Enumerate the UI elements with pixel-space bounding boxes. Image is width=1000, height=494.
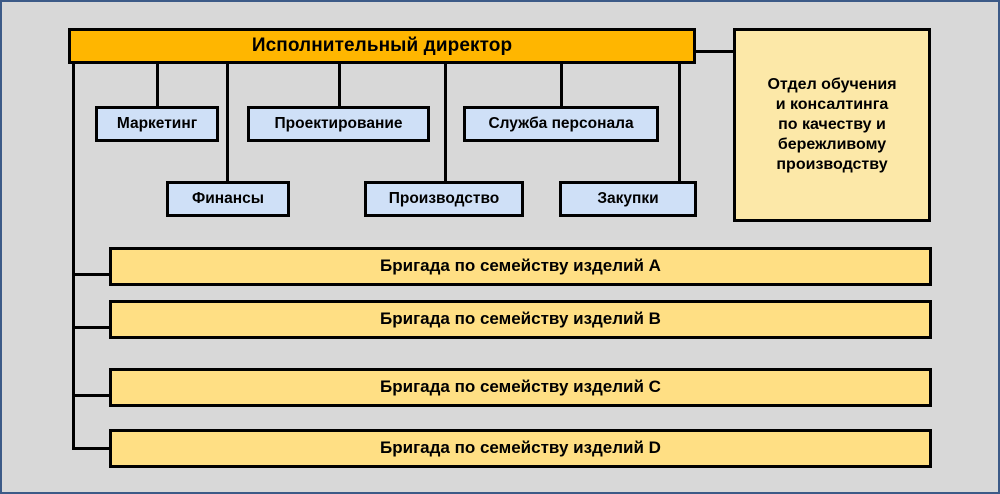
connector-stub-brigade-a xyxy=(72,273,112,276)
node-department-marketing[interactable]: Маркетинг xyxy=(95,106,219,142)
node-department-finance[interactable]: Финансы xyxy=(166,181,290,217)
node-brigade-d[interactable]: Бригада по семейству изделий D xyxy=(109,429,932,468)
connector-drop-hr xyxy=(560,62,563,107)
node-training-department[interactable]: Отдел обучения и консалтинга по качеству… xyxy=(733,28,931,222)
node-brigade-a[interactable]: Бригада по семейству изделий A xyxy=(109,247,932,286)
node-department-production[interactable]: Производство xyxy=(364,181,524,217)
connector-stub-brigade-b xyxy=(72,326,112,329)
node-department-purchasing-label: Закупки xyxy=(597,189,659,207)
node-brigade-b-label: Бригада по семейству изделий B xyxy=(380,309,661,329)
node-brigade-b[interactable]: Бригада по семейству изделий B xyxy=(109,300,932,339)
node-department-hr[interactable]: Служба персонала xyxy=(463,106,659,142)
node-department-hr-label: Служба персонала xyxy=(488,114,634,132)
connector-drop-finance xyxy=(226,62,229,182)
connector-left-spine xyxy=(72,62,75,450)
connector-drop-engineering xyxy=(338,62,341,107)
connector-drop-purchasing xyxy=(678,62,681,182)
node-department-production-label: Производство xyxy=(388,189,500,207)
connector-drop-marketing xyxy=(156,62,159,107)
node-department-marketing-label: Маркетинг xyxy=(116,114,198,132)
node-executive-director[interactable]: Исполнительный директор xyxy=(68,28,696,64)
node-department-finance-label: Финансы xyxy=(192,189,264,207)
node-executive-director-label: Исполнительный директор xyxy=(251,34,513,56)
connector-drop-production xyxy=(444,62,447,182)
node-training-line-1: Отдел обучения xyxy=(767,76,897,93)
node-training-line-2: и консалтинга xyxy=(775,96,889,113)
node-department-purchasing[interactable]: Закупки xyxy=(559,181,697,217)
connector-to-training xyxy=(693,50,735,53)
node-department-engineering-label: Проектирование xyxy=(274,114,403,132)
node-department-engineering[interactable]: Проектирование xyxy=(247,106,430,142)
connector-stub-brigade-c xyxy=(72,394,112,397)
connector-stub-brigade-d xyxy=(72,447,112,450)
node-training-line-3: по качеству и xyxy=(778,116,886,133)
node-training-line-4: бережливому xyxy=(777,136,887,153)
node-brigade-c[interactable]: Бригада по семейству изделий C xyxy=(109,368,932,407)
node-training-line-5: производству xyxy=(776,156,888,173)
node-brigade-c-label: Бригада по семейству изделий C xyxy=(380,377,661,397)
node-brigade-d-label: Бригада по семейству изделий D xyxy=(380,438,661,458)
node-brigade-a-label: Бригада по семейству изделий A xyxy=(380,256,661,276)
